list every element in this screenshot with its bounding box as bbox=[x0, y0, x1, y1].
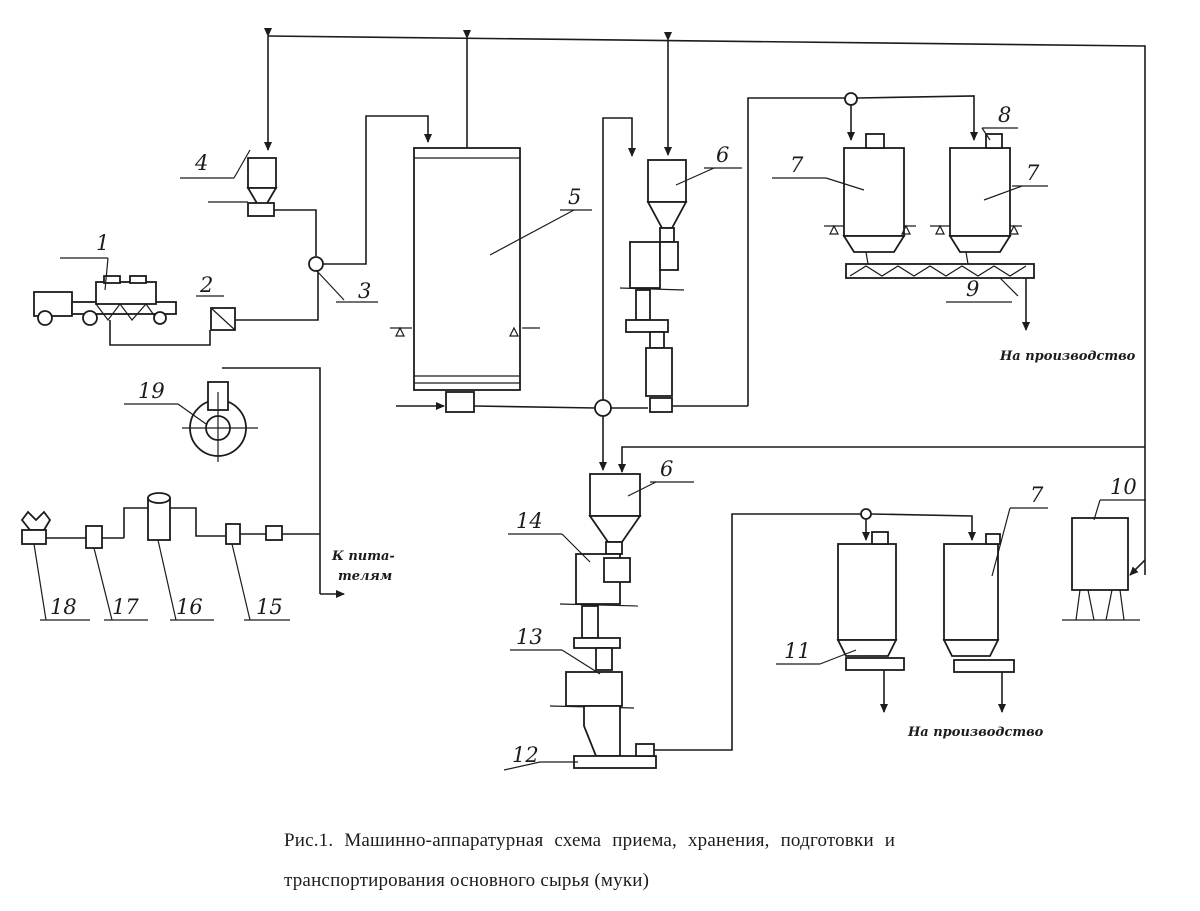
air-blower bbox=[182, 367, 345, 598]
air-prep-line bbox=[20, 492, 320, 549]
label-6b: 6 bbox=[660, 457, 673, 481]
label-6a: 6 bbox=[716, 143, 729, 167]
figure-caption-line-2: транспортирования основного сырья (муки) bbox=[284, 870, 650, 891]
top-air-line bbox=[264, 28, 1146, 576]
label-10: 10 bbox=[1110, 475, 1137, 499]
label-7a: 7 bbox=[790, 153, 804, 177]
to-production-upper: На производство bbox=[999, 349, 1136, 364]
figure-caption-line-1: Рис.1. Машинно-аппаратурная схема приема… bbox=[284, 830, 896, 851]
label-9: 9 bbox=[966, 277, 979, 301]
label-12: 12 bbox=[512, 743, 539, 767]
label-4: 4 bbox=[194, 151, 208, 175]
lower-silo-group bbox=[836, 508, 1015, 713]
switch-valve bbox=[308, 115, 432, 272]
label-5: 5 bbox=[568, 185, 581, 209]
upper-silo-group bbox=[747, 92, 1035, 406]
label-7b: 7 bbox=[1026, 161, 1040, 185]
unloading-pump bbox=[210, 270, 319, 331]
sifter-column-lower bbox=[549, 473, 862, 769]
sifter-column-upper bbox=[619, 159, 748, 413]
label-17: 17 bbox=[112, 595, 139, 619]
label-2: 2 bbox=[199, 273, 213, 297]
label-3: 3 bbox=[358, 279, 371, 303]
label-11: 11 bbox=[784, 639, 811, 663]
label-8: 8 bbox=[998, 103, 1011, 127]
label-18: 18 bbox=[50, 595, 77, 619]
to-feeders-2: телям bbox=[338, 569, 392, 584]
to-production-lower: На производство bbox=[907, 725, 1044, 740]
label-16: 16 bbox=[176, 595, 203, 619]
filter-bin bbox=[1062, 517, 1140, 621]
label-13: 13 bbox=[516, 625, 543, 649]
label-7c: 7 bbox=[1030, 483, 1044, 507]
flour-truck bbox=[33, 275, 211, 346]
distributor-node bbox=[594, 117, 648, 471]
label-15: 15 bbox=[256, 595, 283, 619]
label-19: 19 bbox=[138, 379, 165, 403]
label-14: 14 bbox=[516, 509, 543, 533]
storage-silo bbox=[390, 147, 597, 413]
label-1: 1 bbox=[96, 231, 109, 255]
to-feeders-1: К пита- bbox=[331, 549, 395, 564]
receiving-cyclone bbox=[246, 157, 317, 256]
